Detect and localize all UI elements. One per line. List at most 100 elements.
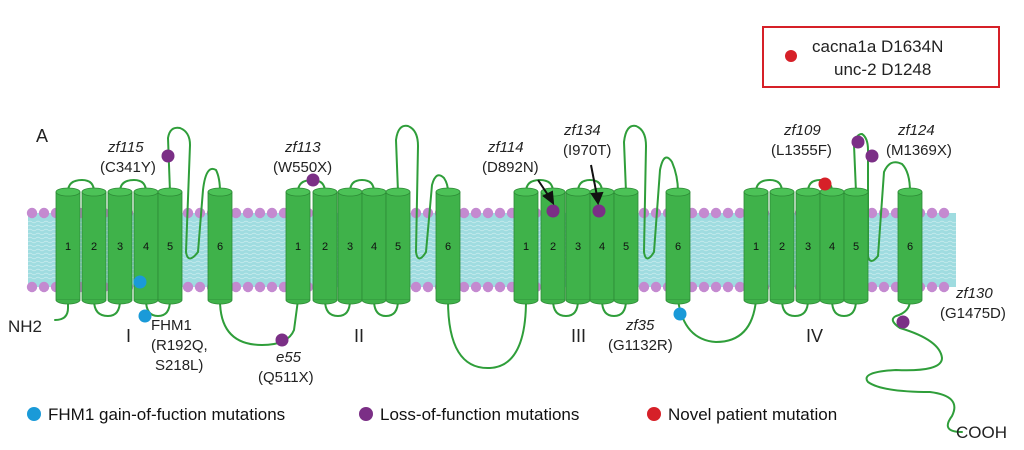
lipid-head bbox=[266, 207, 278, 219]
lipid-head bbox=[734, 281, 746, 293]
zf113-dot bbox=[306, 173, 320, 187]
helix-top bbox=[843, 187, 869, 197]
loop-d1-s2-s3 bbox=[93, 299, 121, 318]
helix-d4-s4: 4 bbox=[819, 187, 845, 305]
pore-loop-d2 bbox=[394, 124, 449, 260]
loop-d1-s4-s5 bbox=[145, 299, 171, 318]
legend-lof-dot bbox=[359, 407, 373, 421]
lipid-head bbox=[254, 207, 266, 219]
helix-bottom bbox=[589, 299, 615, 305]
helix-top bbox=[435, 187, 461, 197]
helix-top bbox=[665, 187, 691, 197]
domain-label-i: I bbox=[126, 326, 131, 346]
mutation-name-zf134: zf134 bbox=[563, 122, 601, 139]
c-terminal-tail bbox=[865, 299, 963, 433]
lipid-head bbox=[866, 207, 878, 219]
helix-bottom bbox=[385, 299, 411, 305]
segment-number: 3 bbox=[575, 241, 581, 253]
mutation-change-fhm1-line3: S218L) bbox=[155, 357, 203, 374]
helix-bottom bbox=[312, 299, 338, 305]
lipid-head bbox=[230, 281, 242, 293]
helix-bottom bbox=[540, 299, 566, 305]
helix-body bbox=[157, 191, 183, 301]
mutation-change-zf114: (D892N) bbox=[482, 159, 539, 176]
zf109-dot bbox=[851, 135, 865, 149]
lipid-head bbox=[470, 207, 482, 219]
mutation-name-zf35: zf35 bbox=[625, 317, 655, 334]
helix-body bbox=[613, 191, 639, 301]
domain-label-iii: III bbox=[571, 326, 586, 346]
helix-d1-s3: 3 bbox=[107, 187, 133, 305]
linker-i-ii bbox=[219, 299, 299, 347]
helix-body bbox=[107, 191, 133, 301]
helix-d2-s5: 5 bbox=[385, 187, 411, 305]
lipid-head bbox=[926, 207, 938, 219]
helix-bottom bbox=[897, 299, 923, 305]
zf134-dot bbox=[592, 204, 606, 218]
zf114-dot bbox=[546, 204, 560, 218]
loop-d3-s1-s2 bbox=[525, 178, 554, 193]
mutation-name-zf109: zf109 bbox=[783, 122, 821, 139]
helix-d3-s1: 1 bbox=[513, 187, 539, 305]
segment-number: 5 bbox=[853, 241, 859, 253]
panel-label: A bbox=[36, 126, 48, 146]
n-terminal-tail bbox=[54, 299, 69, 321]
loop-d4-s4-s5 bbox=[831, 299, 857, 318]
lipid-head bbox=[458, 207, 470, 219]
lipid-head bbox=[710, 281, 722, 293]
segment-number: 6 bbox=[675, 241, 681, 253]
mutation-markers bbox=[133, 135, 910, 347]
fhm1-dot-s218l bbox=[138, 309, 152, 323]
helix-body bbox=[81, 191, 107, 301]
helix-bottom bbox=[55, 299, 81, 305]
mutation-name-zf130: zf130 bbox=[955, 285, 993, 302]
segment-number: 3 bbox=[117, 241, 123, 253]
linker-iii-iv bbox=[677, 299, 757, 344]
segment-number: 2 bbox=[550, 241, 556, 253]
helix-top bbox=[565, 187, 591, 197]
zf124-dot bbox=[865, 149, 879, 163]
e55-dot bbox=[275, 333, 289, 347]
lipid-head bbox=[878, 281, 890, 293]
lipid-head bbox=[482, 281, 494, 293]
mutation-name-fhm1: FHM1 bbox=[151, 317, 192, 334]
pointer-arrows bbox=[537, 164, 604, 206]
helix-bottom bbox=[795, 299, 821, 305]
helix-d4-s5: 5 bbox=[843, 187, 869, 305]
segment-number: 5 bbox=[167, 241, 173, 253]
lipid-head bbox=[638, 281, 650, 293]
lipid-head bbox=[494, 207, 506, 219]
helix-d4-s6: 6 bbox=[897, 187, 923, 305]
mutation-name-e55: e55 bbox=[276, 349, 302, 366]
pore-loop-d4 bbox=[852, 132, 911, 262]
helix-bottom bbox=[337, 299, 363, 305]
helix-d3-s3: 3 bbox=[565, 187, 591, 305]
helix-bottom bbox=[819, 299, 845, 305]
lipid-head bbox=[194, 207, 206, 219]
loop-d3-s3-s4 bbox=[577, 178, 603, 193]
segment-number: 2 bbox=[779, 241, 785, 253]
lipid-head bbox=[482, 207, 494, 219]
lipid-head bbox=[938, 281, 950, 293]
lipid-head bbox=[698, 281, 710, 293]
helix-top bbox=[337, 187, 363, 197]
zf35-dot bbox=[673, 307, 687, 321]
segment-number: 1 bbox=[295, 241, 301, 253]
segment-number: 4 bbox=[143, 241, 149, 253]
helix-d2-s1: 1 bbox=[285, 187, 311, 305]
helix-d2-s3: 3 bbox=[337, 187, 363, 305]
lipid-head bbox=[410, 281, 422, 293]
lipid-head bbox=[494, 281, 506, 293]
loop-d3-s4-s5 bbox=[601, 299, 627, 318]
lipid-head bbox=[698, 207, 710, 219]
inset-box: cacna1a D1634N unc-2 D1248 bbox=[762, 26, 1000, 88]
lipid-head bbox=[242, 207, 254, 219]
lipid-head bbox=[734, 207, 746, 219]
lipid-head bbox=[422, 207, 434, 219]
segment-number: 4 bbox=[829, 241, 835, 253]
inset-line-1: cacna1a D1634N bbox=[812, 37, 943, 56]
helix-bottom bbox=[513, 299, 539, 305]
mutation-change-e55: (Q511X) bbox=[258, 369, 314, 386]
helix-d4-s2: 2 bbox=[769, 187, 795, 305]
linker-ii-iii bbox=[447, 299, 527, 370]
